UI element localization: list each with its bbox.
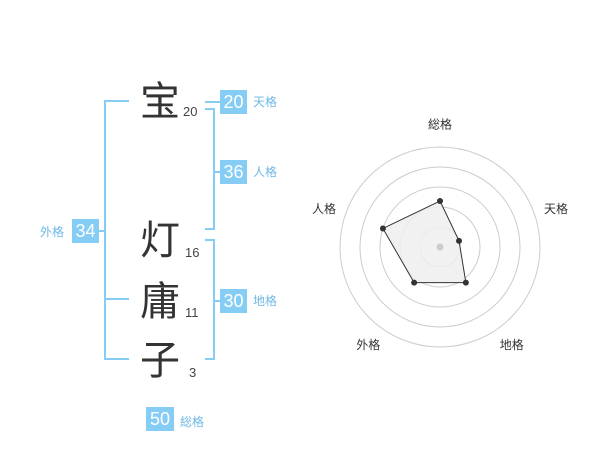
radar-grid-ring-5: [339, 146, 541, 348]
chikaku-bracket-bottom: [205, 358, 215, 360]
jinkaku-badge: 36: [220, 160, 247, 184]
stroke-count-1: 20: [183, 104, 198, 119]
radar-point-2: [456, 237, 463, 244]
radar-axis-label-3: 地格: [500, 337, 524, 352]
tenkaku-connector: [205, 101, 220, 103]
radar-axis-label-2: 天格: [544, 201, 568, 216]
radar-grid-ring-4: [359, 166, 521, 328]
radar-point-5: [379, 225, 386, 232]
radar-series-area: [382, 200, 467, 284]
chikaku-badge: 30: [220, 289, 247, 313]
radar-point-1: [437, 198, 443, 204]
gaikaku-connector: [98, 230, 106, 232]
chikaku-connector: [213, 300, 220, 302]
chikaku-bracket-vertical: [213, 239, 215, 360]
radar-grid-ring-3: [379, 186, 501, 308]
jinkaku-bracket-vertical: [213, 108, 215, 230]
tenkaku-badge: 20: [220, 90, 247, 114]
radar-point-4: [411, 279, 418, 286]
chikaku-label: 地格: [253, 294, 278, 308]
name-char-4: 子: [140, 338, 180, 384]
jinkaku-connector: [213, 171, 220, 173]
tenkaku-label: 天格: [253, 95, 278, 109]
gaikaku-badge: 34: [72, 219, 99, 243]
soukaku-label: 総格: [180, 415, 205, 429]
name-char-3: 庸: [140, 279, 180, 325]
radar-point-3: [462, 279, 469, 286]
jinkaku-bracket-bottom: [205, 228, 215, 230]
soukaku-badge: 50: [146, 407, 174, 431]
jinkaku-label: 人格: [253, 165, 278, 179]
stroke-count-2: 16: [185, 245, 200, 260]
gaikaku-bracket-top: [104, 100, 129, 102]
stroke-count-4: 3: [189, 365, 197, 380]
gaikaku-label: 外格: [40, 225, 65, 239]
name-char-1: 宝: [140, 79, 180, 125]
chikaku-bracket-top: [205, 239, 215, 241]
jinkaku-bracket-top: [205, 108, 215, 110]
stroke-count-3: 11: [185, 305, 199, 320]
radar-axis-label-5: 人格: [312, 201, 336, 216]
gaikaku-bracket-mid: [104, 298, 129, 300]
radar-axis-label-1: 総格: [428, 117, 452, 132]
name-char-2: 灯: [140, 218, 180, 264]
radar-center-dot: [436, 243, 444, 251]
gaikaku-bracket-bottom: [104, 358, 129, 360]
radar-axis-label-4: 外格: [356, 337, 380, 352]
